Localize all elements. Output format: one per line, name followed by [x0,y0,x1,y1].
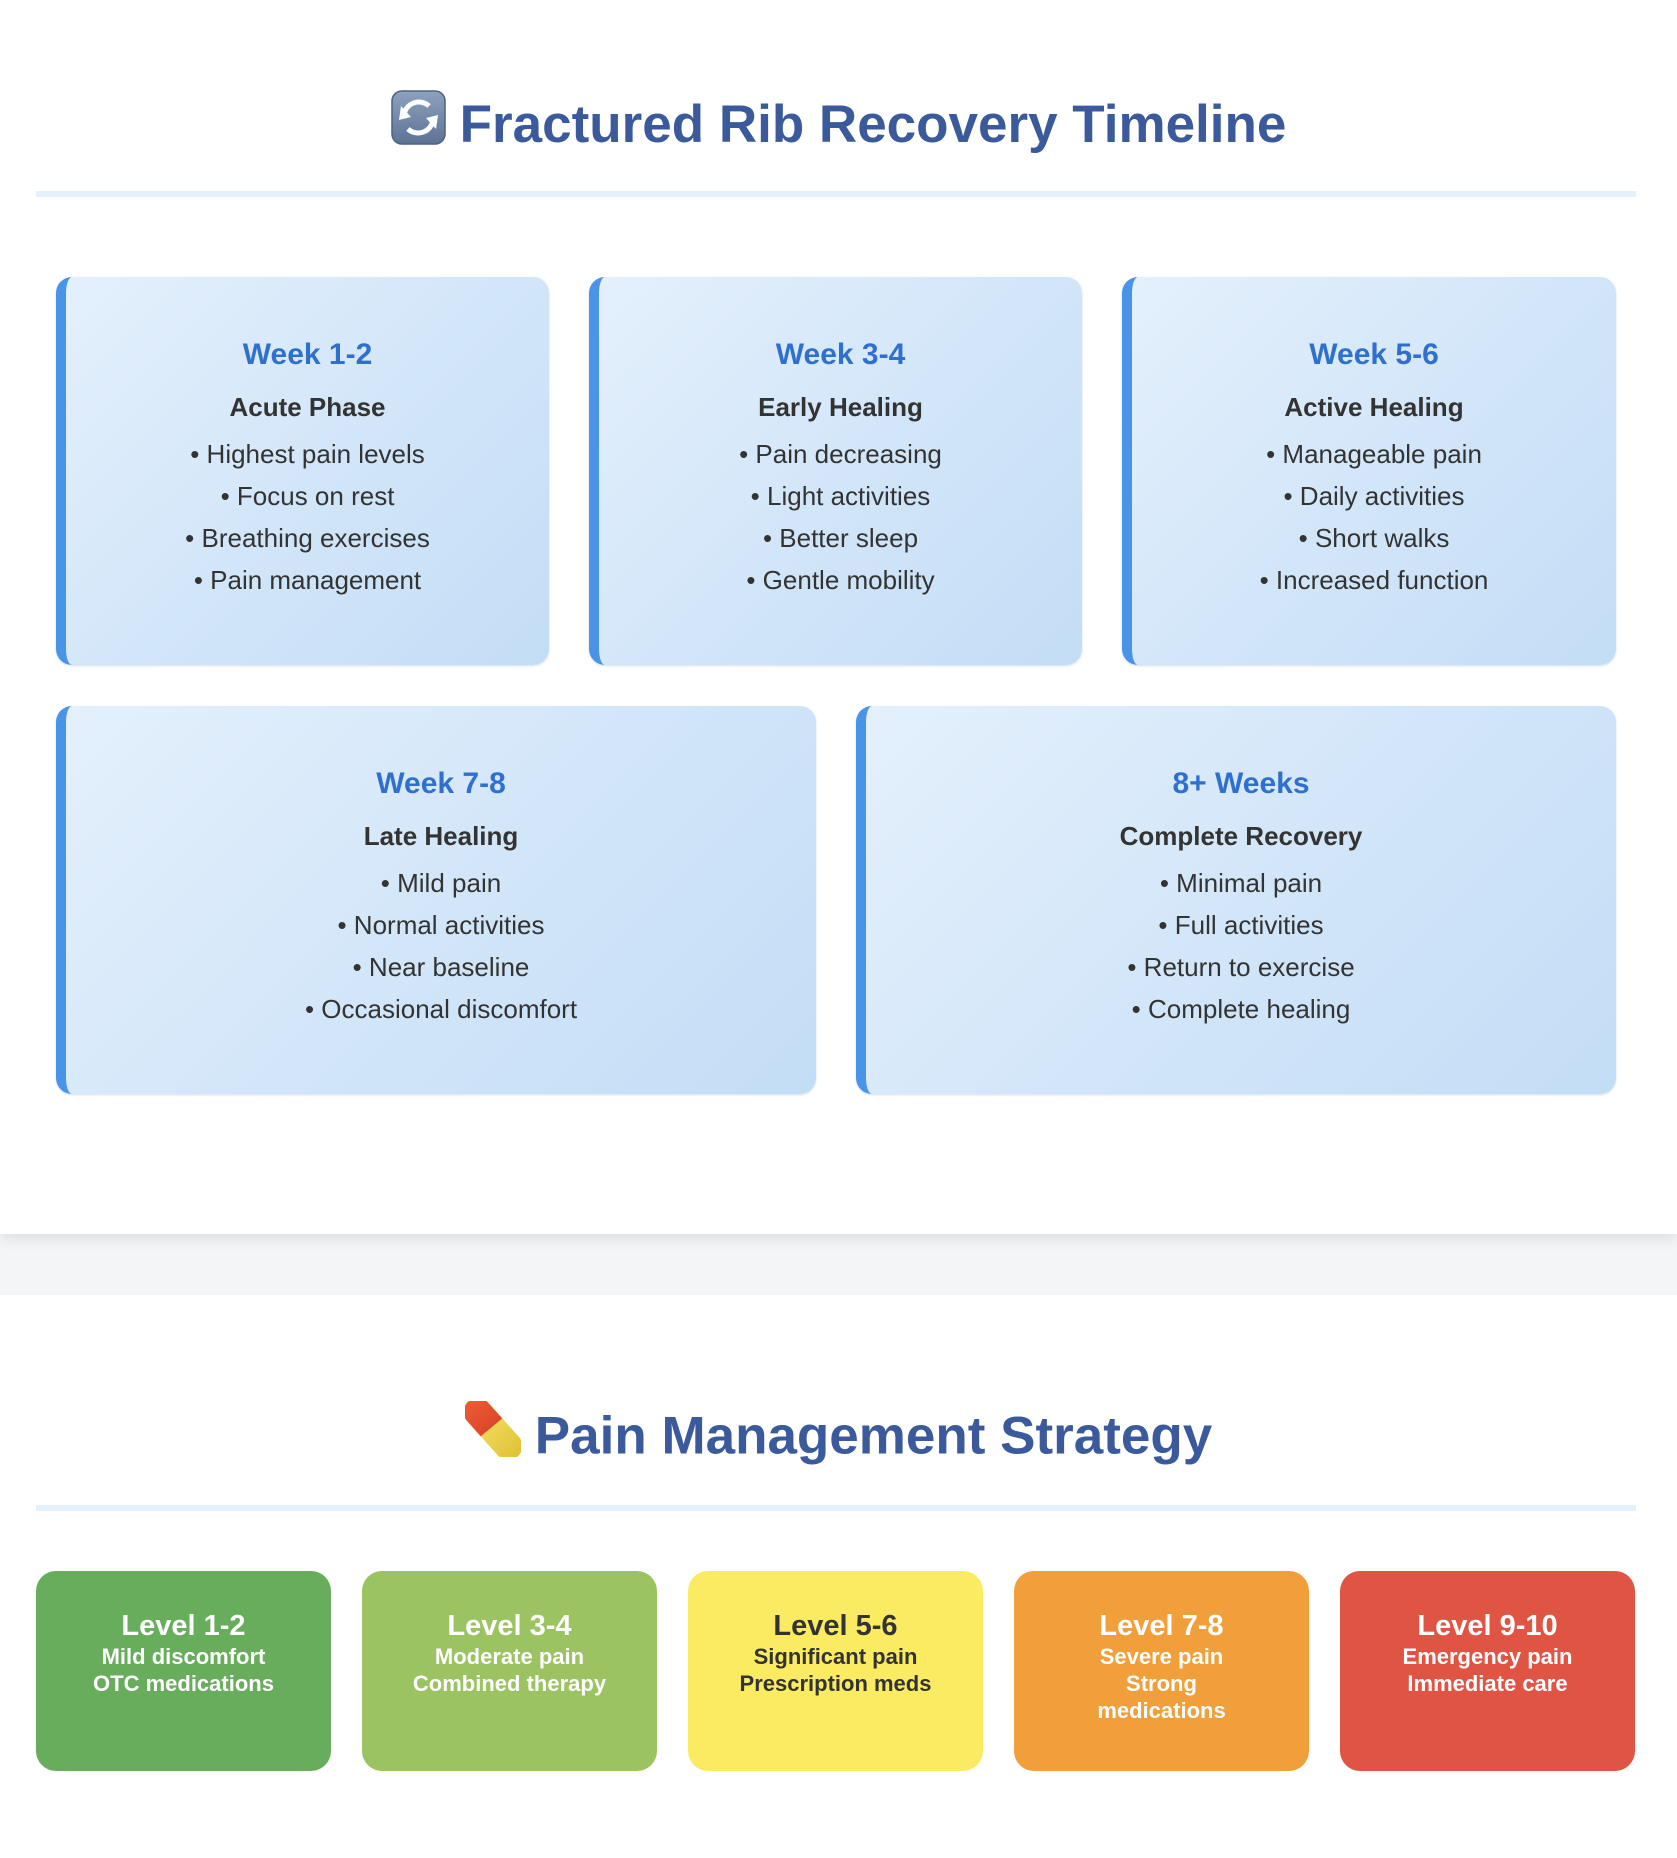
phase-item: • Gentle mobility [746,565,935,595]
pain-level-treatment: Immediate care [1407,1671,1568,1696]
pain-level-description: Significant pain [753,1644,918,1669]
phase-item: • Increased function [1259,565,1489,595]
pill-icon [457,1392,528,1470]
pain-level-label: Level 5-6 [773,1610,898,1642]
phase-card: 8+ Weeks Complete Recovery • Minimal pai… [856,706,1616,1094]
pain-level-label: Level 1-2 [121,1610,246,1642]
phase-item: • Focus on rest [220,481,395,511]
pain-level-label: Level 3-4 [447,1610,572,1642]
pain-title-text: Pain Management Strategy [534,1406,1213,1466]
phase-item: • Near baseline [352,952,530,982]
timeline-title: Fractured Rib Recovery Timeline [0,90,1677,162]
phase-item: • Better sleep [762,523,919,553]
phase-item: • Complete healing [1131,994,1351,1024]
pain-level-treatment: OTC medications [93,1671,274,1696]
phase-item: • Normal activities [337,910,545,940]
phase-week: Week 7-8 [376,767,506,800]
phase-item: • Full activities [1158,910,1324,940]
pain-title: Pain Management Strategy [0,1392,1677,1474]
pain-level-box: Level 3-4 Moderate pain Combined therapy [362,1571,657,1771]
pain-level-treatment: Combined therapy [412,1671,607,1696]
phase-week: Week 3-4 [775,338,906,371]
phase-item: • Highest pain levels [190,439,425,469]
phase-item: • Pain decreasing [739,439,942,469]
pain-level-box: Level 1-2 Mild discomfort OTC medication… [36,1571,331,1771]
phase-card: Week 7-8 Late Healing • Mild pain • Norm… [56,706,816,1094]
phase-week: 8+ Weeks [1172,767,1310,800]
phase-name: Complete Recovery [1119,821,1363,851]
pain-level-treatment: Prescription meds [739,1671,932,1696]
phase-item: • Pain management [193,565,422,595]
pain-level-box: Level 9-10 Emergency pain Immediate care [1340,1571,1635,1771]
phase-name: Late Healing [363,821,519,851]
phase-week: Week 1-2 [242,338,373,371]
phase-card: Week 1-2 Acute Phase • Highest pain leve… [56,277,549,665]
phase-item: • Breathing exercises [185,523,430,553]
phase-item: • Short walks [1298,523,1450,553]
phase-item: • Manageable pain [1266,439,1482,469]
pain-section: Pain Management Strategy Level 1-2 Mild … [0,1295,1677,1858]
phase-item: • Light activities [750,481,931,511]
phase-item: • Mild pain [380,868,502,898]
pain-level-description: Mild discomfort [101,1644,266,1669]
phase-item: • Daily activities [1283,481,1465,511]
pain-level-box: Level 7-8 Severe pain Strong medications [1014,1571,1309,1771]
pain-level-description: Emergency pain [1402,1644,1573,1669]
pain-level-description: Moderate pain [434,1644,585,1669]
phase-name: Active Healing [1284,392,1464,422]
phase-item: • Return to exercise [1127,952,1355,982]
phase-item: • Minimal pain [1159,868,1323,898]
phase-item: • Occasional discomfort [304,994,578,1024]
phase-name: Early Healing [758,392,923,422]
pain-level-label: Level 7-8 [1099,1610,1224,1642]
phase-week: Week 5-6 [1309,338,1439,371]
timeline-title-text: Fractured Rib Recovery Timeline [459,95,1287,154]
pain-divider [36,1505,1636,1511]
timeline-section: Fractured Rib Recovery Timeline Week 1-2… [0,0,1677,1234]
phase-card: Week 5-6 Active Healing • Manageable pai… [1122,277,1616,665]
phase-name: Acute Phase [229,392,386,422]
pain-level-label: Level 9-10 [1417,1610,1558,1642]
timeline-divider [36,191,1636,197]
pain-level-treatment: Strong medications [1097,1671,1226,1723]
phase-card: Week 3-4 Early Healing • Pain decreasing… [589,277,1082,665]
pain-level-description: Severe pain [1099,1644,1224,1669]
arrows-counterclockwise-icon [390,90,446,158]
pain-level-box: Level 5-6 Significant pain Prescription … [688,1571,983,1771]
